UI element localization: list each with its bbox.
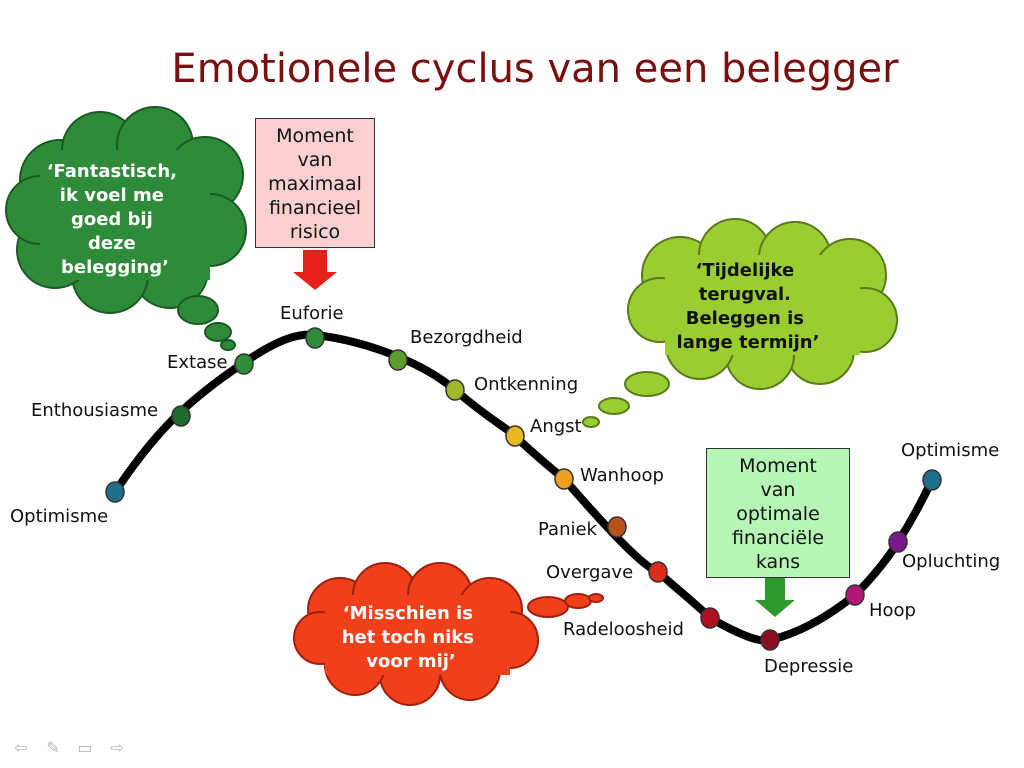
stage-dot-optimisme-0 (105, 481, 125, 503)
cloud-tijdelijk-line-4: lange termijn’ (677, 332, 820, 353)
svg-text:‘Misschien is het toch n: ‘Misschien is het toch niks voor mij’ (342, 603, 481, 672)
cloud-fantastisch-line-1: ‘Fantastisch, (47, 161, 177, 182)
stage-label-hoop: Hoop (869, 600, 916, 621)
cloud-tijdelijk-line-3: Beleggen is (686, 308, 804, 329)
risk-box-line-5: risico (289, 221, 341, 243)
stage-dot-overgave-9 (648, 561, 668, 583)
cloud-tijdelijk: ‘Tijdelijke terugval. Beleggen is lange … (582, 218, 898, 428)
next-slide-icon[interactable]: ⇨ (110, 737, 124, 757)
stage-label-opluchting: Opluchting (902, 551, 1000, 572)
risk-arrow (293, 250, 337, 290)
stage-dot-radeloosheid-10 (700, 607, 720, 629)
risk-box-line-1: Moment (276, 125, 354, 147)
cloud-misschien: ‘Misschien is het toch niks voor mij’ (293, 562, 604, 706)
diagram-title: Emotionele cyclus van een belegger (171, 46, 899, 92)
chance-box-line-3: optimale (736, 503, 820, 525)
stage-label-overgave: Overgave (546, 562, 633, 583)
slide-navigation: ⇦ ✎ ▭ ⇨ (10, 737, 128, 757)
stage-dot-paniek-8 (607, 516, 627, 538)
cloud-misschien-line-3: voor mij’ (366, 651, 456, 672)
risk-box: Moment van maximaal financieel risico (255, 118, 375, 248)
chance-box-line-2: van (760, 479, 796, 501)
cloud-tijdelijk-line-2: terugval. (699, 284, 791, 305)
chance-box: Moment van optimale financiële kans (706, 448, 850, 578)
stage-dot-hoop-12 (845, 584, 865, 606)
stage-label-radeloosheid: Radeloosheid (563, 619, 684, 640)
risk-box-line-3: maximaal (268, 173, 362, 195)
cloud-fantastisch-line-3: goed bij (71, 209, 153, 230)
stage-dot-wanhoop-7 (554, 468, 574, 490)
stage-label-paniek: Paniek (538, 519, 598, 540)
stage-dot-enthousiasme-1 (171, 405, 191, 427)
stage-dot-extase-2 (234, 353, 254, 375)
cloud-misschien-line-2: het toch niks (342, 627, 474, 648)
stage-label-extase: Extase (167, 352, 228, 373)
pen-icon[interactable]: ✎ (46, 737, 60, 757)
cloud-fantastisch-line-2: ik voel me (60, 185, 164, 206)
svg-text:‘Tijdelijke terugval.: ‘Tijdelijke terugval. Beleggen is lange … (677, 260, 820, 353)
stage-label-ontkenning: Ontkenning (474, 374, 578, 395)
stage-dot-depressie-11 (760, 629, 780, 651)
stage-label-enthousiasme: Enthousiasme (31, 400, 158, 421)
chance-arrow (755, 578, 795, 617)
svg-text:‘Fantastisch, ik voel me: ‘Fantastisch, ik voel me goed bij deze b… (47, 161, 184, 278)
stage-dot-angst-6 (505, 425, 525, 447)
stage-label-euforie: Euforie (280, 303, 344, 324)
stage-dot-ontkenning-5 (445, 379, 465, 401)
risk-box-line-2: van (297, 149, 333, 171)
chance-box-line-4: financiële (731, 527, 825, 549)
stage-dot-optimisme-14 (922, 469, 942, 491)
cloud-fantastisch-line-4: deze (88, 233, 136, 254)
risk-box-line-4: financieel (268, 197, 362, 219)
menu-icon[interactable]: ▭ (77, 737, 93, 757)
cloud-tijdelijk-line-1: ‘Tijdelijke (695, 260, 794, 281)
stage-label-depressie: Depressie (764, 656, 853, 677)
stage-label-optimisme-start: Optimisme (10, 506, 108, 527)
stage-dot-bezorgdheid-4 (388, 349, 408, 371)
stage-label-wanhoop: Wanhoop (580, 465, 664, 486)
cloud-fantastisch: ‘Fantastisch, ik voel me goed bij deze b… (5, 106, 247, 351)
cloud-fantastisch-line-5: belegging’ (61, 257, 169, 278)
stage-label-bezorgdheid: Bezorgdheid (410, 327, 523, 348)
prev-slide-icon[interactable]: ⇦ (14, 737, 28, 757)
stage-dot-euforie-3 (305, 327, 325, 349)
stage-label-angst: Angst (530, 416, 582, 437)
stage-label-optimisme-end: Optimisme (901, 440, 999, 461)
chance-box-line-5: kans (755, 551, 801, 573)
cloud-misschien-line-1: ‘Misschien is (343, 603, 473, 624)
stage-dot-opluchting-13 (888, 531, 908, 553)
chance-box-line-1: Moment (739, 455, 817, 477)
